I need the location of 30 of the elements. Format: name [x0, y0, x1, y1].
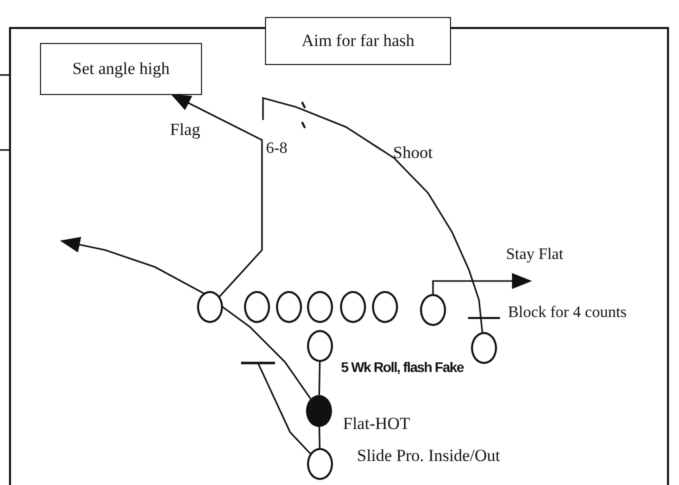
- player-circle: [340, 291, 366, 323]
- player-circle: [471, 332, 497, 364]
- filled-player-circle: [306, 395, 332, 427]
- note-text: Set angle high: [72, 59, 170, 79]
- play-note: Block for 4 counts: [508, 304, 627, 322]
- route-arrow: [432, 273, 532, 294]
- player-circle: [276, 291, 302, 323]
- play-note: 5 Wk Roll, flash Fake: [341, 359, 464, 375]
- note-box: [265, 17, 451, 65]
- player-circle: [307, 448, 333, 480]
- play-note: Shoot: [393, 143, 433, 163]
- player-circle: [307, 330, 333, 362]
- route-line: [318, 426, 320, 448]
- route-line: [318, 362, 321, 396]
- note-box: [40, 43, 202, 95]
- player-circle: [244, 291, 270, 323]
- play-note: Flag: [170, 120, 200, 140]
- note-text: Aim for far hash: [302, 31, 414, 51]
- play-note: 6-8: [266, 140, 288, 158]
- play-note: Stay Flat: [506, 246, 564, 264]
- play-note: Flat-HOT: [343, 414, 410, 434]
- route-line: [262, 96, 484, 332]
- block-route-line: [240, 362, 311, 454]
- player-circle: [420, 294, 446, 326]
- player-circle: [197, 291, 223, 323]
- route-arrow: [170, 94, 263, 297]
- route-arrow: [60, 236, 312, 400]
- player-circle: [372, 291, 398, 323]
- play-note: Slide Pro. Inside/Out: [357, 446, 500, 466]
- player-circle: [307, 291, 333, 323]
